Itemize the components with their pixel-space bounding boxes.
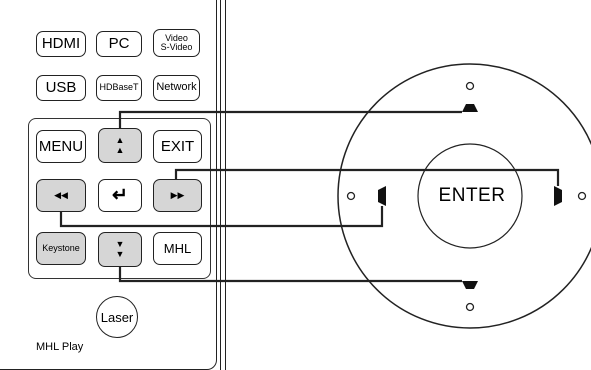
right-connector-line xyxy=(174,168,560,186)
hdmi-button[interactable]: HDMI xyxy=(36,31,86,57)
keypad-right-icon xyxy=(554,186,562,206)
left-connector-line xyxy=(59,206,384,228)
exit-button[interactable]: EXIT xyxy=(153,130,202,163)
menu-button[interactable]: MENU xyxy=(36,130,86,163)
left-button[interactable]: ◀◀ xyxy=(36,179,86,212)
down-arrow-icon: ▼ xyxy=(115,239,125,250)
remote-edge xyxy=(220,0,226,370)
keypad-enter-label: ENTER xyxy=(438,185,506,206)
laser-button[interactable]: Laser xyxy=(96,296,138,338)
keypad-outer-ring xyxy=(337,63,591,329)
up-indicator-dot xyxy=(465,81,475,91)
network-button[interactable]: Network xyxy=(153,75,200,101)
pc-button[interactable]: PC xyxy=(96,31,142,57)
up-button[interactable]: ▲ ▲ xyxy=(98,128,142,163)
keypad-up-icon xyxy=(462,104,478,112)
svideo-label: S-Video xyxy=(160,42,193,52)
right-indicator-dot xyxy=(577,191,587,201)
down-indicator-dot xyxy=(465,302,475,312)
down-button[interactable]: ▼ ▼ xyxy=(98,232,142,267)
video-svideo-button[interactable]: Video S-Video xyxy=(153,29,200,57)
left-arrow-icon: ◀◀ xyxy=(54,189,68,200)
usb-button[interactable]: USB xyxy=(36,75,86,101)
down-arrow-icon-lower: ▼ xyxy=(115,248,125,259)
enter-button[interactable]: ↵ xyxy=(98,179,142,212)
right-arrow-icon: ▶▶ xyxy=(170,189,185,200)
up-arrow-icon: ▲ xyxy=(115,135,125,146)
up-arrow-icon-lower: ▲ xyxy=(115,144,125,155)
enter-key-circle xyxy=(417,143,523,249)
mhl-button[interactable]: MHL xyxy=(153,232,202,265)
keypad-diagram xyxy=(59,63,591,329)
keypad-down-icon xyxy=(462,281,478,289)
left-indicator-dot xyxy=(346,191,356,201)
right-button[interactable]: ▶▶ xyxy=(153,179,202,212)
up-connector-line xyxy=(118,110,462,128)
down-connector-line xyxy=(118,267,462,283)
mhl-play-caption: MHL Play xyxy=(36,341,84,353)
enter-return-icon: ↵ xyxy=(112,184,128,206)
keypad-left-icon xyxy=(378,186,386,206)
keystone-button[interactable]: Keystone xyxy=(36,232,86,265)
hdbaset-button[interactable]: HDBaseT xyxy=(96,75,142,101)
video-label: Video xyxy=(165,32,188,43)
